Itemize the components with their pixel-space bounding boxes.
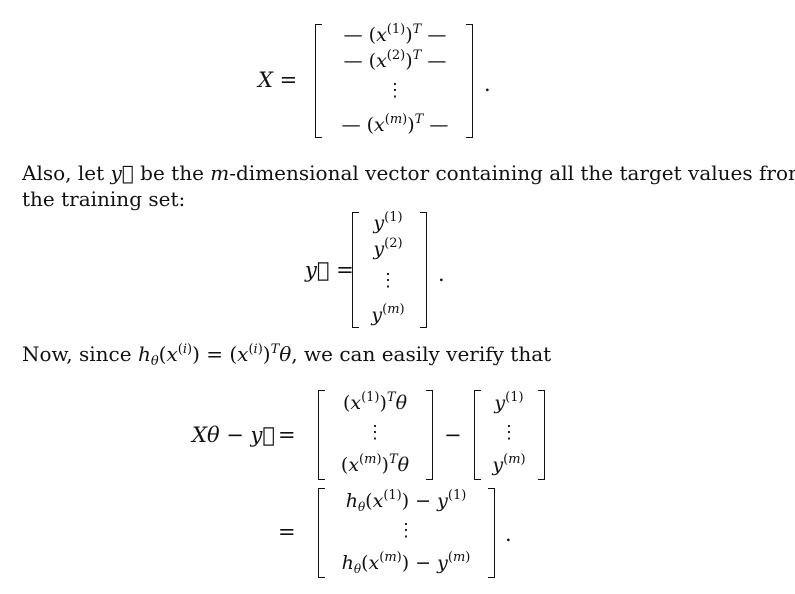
eq-diff-m3-row-1: hθ(x(1)) − y(1) [345, 488, 467, 514]
eq-x-lhs: X = [258, 68, 298, 92]
eq-y-lhs: y⃗ = [305, 258, 354, 282]
eq-diff-minus: − [444, 423, 462, 447]
eq-y-row-m: y(m) [371, 302, 405, 326]
eq-diff-m1-row-dots: ⋮ [366, 422, 384, 443]
eq-diff-lhs: Xθ − y⃗ [192, 423, 276, 447]
eq-diff-m2-row-m: y(m) [492, 452, 526, 476]
eq-diff-m1-row-1: (x(1))Tθ [342, 390, 408, 414]
eq-diff-m3-row-dots: ⋮ [397, 520, 415, 541]
eq-x-period: . [484, 72, 491, 96]
eq-y-row-dots: ⋮ [379, 270, 397, 291]
eq-diff-m1-left-bracket [318, 390, 325, 480]
eq-x-right-bracket [466, 24, 473, 138]
eq-diff-m2-left-bracket [474, 390, 481, 480]
eq-diff-m2-row-1: y(1) [494, 390, 524, 414]
eq-x-row-dots: ⋮ [386, 80, 404, 101]
paragraph-2: Now, since hθ(x(i)) = (x(i))Tθ, we can e… [22, 342, 552, 369]
eq-diff-equals-2: = [278, 520, 296, 544]
paragraph-1-line-1: Also, let y⃗ be the m-dimensional vector… [22, 161, 795, 185]
eq-diff-equals-1: = [278, 423, 296, 447]
eq-x-row-m: — (x(m))T — [341, 112, 449, 136]
eq-y-row-2: y(2) [373, 236, 403, 260]
eq-diff-m2-row-dots: ⋮ [500, 422, 518, 443]
eq-x-row-1: — (x(1))T — [343, 22, 447, 46]
eq-y-right-bracket [420, 212, 427, 328]
eq-y-row-1: y(1) [373, 210, 403, 234]
paragraph-1-line-2: the training set: [22, 187, 186, 211]
eq-x-left-bracket [315, 24, 322, 138]
eq-diff-m1-right-bracket [426, 390, 433, 480]
eq-y-period: . [438, 262, 445, 286]
eq-diff-m3-right-bracket [488, 488, 495, 578]
eq-x-row-2: — (x(2))T — [343, 48, 447, 72]
eq-y-left-bracket [352, 212, 359, 328]
eq-diff-m3-row-m: hθ(x(m)) − y(m) [341, 550, 471, 576]
eq-diff-period: . [505, 522, 512, 546]
eq-diff-m3-left-bracket [318, 488, 325, 578]
eq-diff-m2-right-bracket [538, 390, 545, 480]
eq-diff-m1-row-m: (x(m))Tθ [340, 452, 410, 476]
